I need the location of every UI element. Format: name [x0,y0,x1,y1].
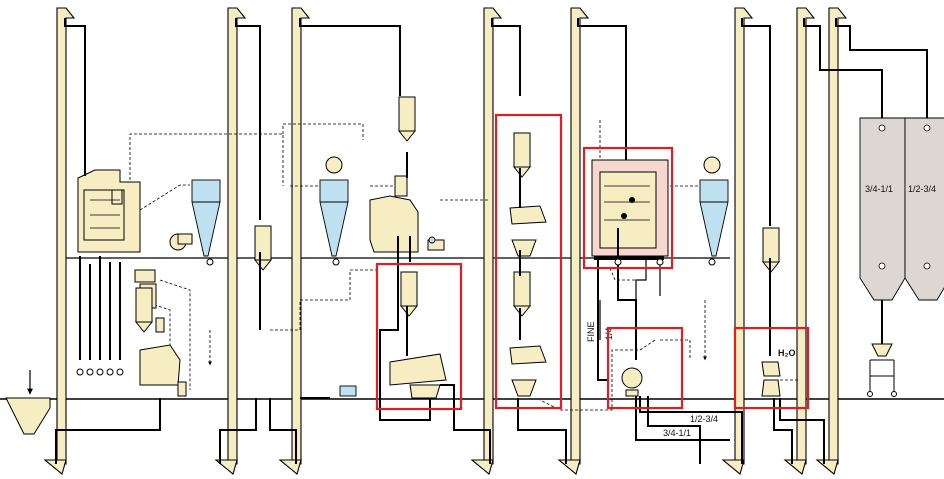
filter-unit [134,287,154,333]
filter-unit [397,96,417,142]
bucket-elevator [557,7,590,475]
cyclone-2 [319,156,349,257]
filter-unit [399,271,419,317]
outlet-marker [86,368,94,376]
outlet-marker [96,368,104,376]
label-fine: FINE [586,321,596,342]
double-grinding-stage-highlight [494,113,563,410]
outlet-marker [708,258,716,266]
product-pipes [55,18,928,464]
outlet-marker [76,368,84,376]
label-water: H₂O [778,348,796,358]
bucket-elevators [43,7,848,475]
sorting-machine [621,367,643,397]
outlet-marker [116,368,124,376]
sieve-machine [134,269,187,397]
label-three-quarter-one: 3/4-1/1 [663,428,691,438]
motor [339,385,357,397]
aspirator-machine [77,169,141,253]
conditioning-stage-highlight [733,326,810,410]
sifter-stage-highlight [582,146,674,270]
sifter-machine [389,353,447,399]
bagging-stand [867,343,897,397]
intake-hopper [5,370,51,435]
cyclone-3 [699,156,729,257]
aspirator-stage-highlight [375,262,463,411]
bucket-elevator [278,7,311,475]
outlet-marker [106,368,114,376]
outlet-marker [614,258,622,266]
outlet-marker [206,258,214,266]
bin2-label: 1/2-3/4 [908,184,936,194]
outlet-marker [656,258,664,266]
sorting-stage-highlight [606,326,684,410]
conditioner-machine [761,361,781,397]
label-half-three-quarter: 1/2-3/4 [690,414,718,424]
filter-unit [512,271,532,317]
bucket-elevator [783,7,816,475]
outlet-marker [332,258,340,266]
bucket-elevator [214,7,247,475]
filter-unit [512,132,532,178]
bucket-elevator [815,7,848,475]
rollermill-2 [509,345,547,397]
storage-bin-2 [904,117,944,301]
storage-bin-1 [859,117,906,301]
mixer-unit [591,159,669,260]
rollermill-1 [509,205,547,257]
cyclone-1 [191,179,221,257]
bucket-elevator [721,7,754,475]
filter-unit [253,225,273,271]
blower-fan-1 [169,233,193,251]
bin1-label: 3/4-1/1 [865,184,893,194]
grinder-machine [369,175,445,253]
